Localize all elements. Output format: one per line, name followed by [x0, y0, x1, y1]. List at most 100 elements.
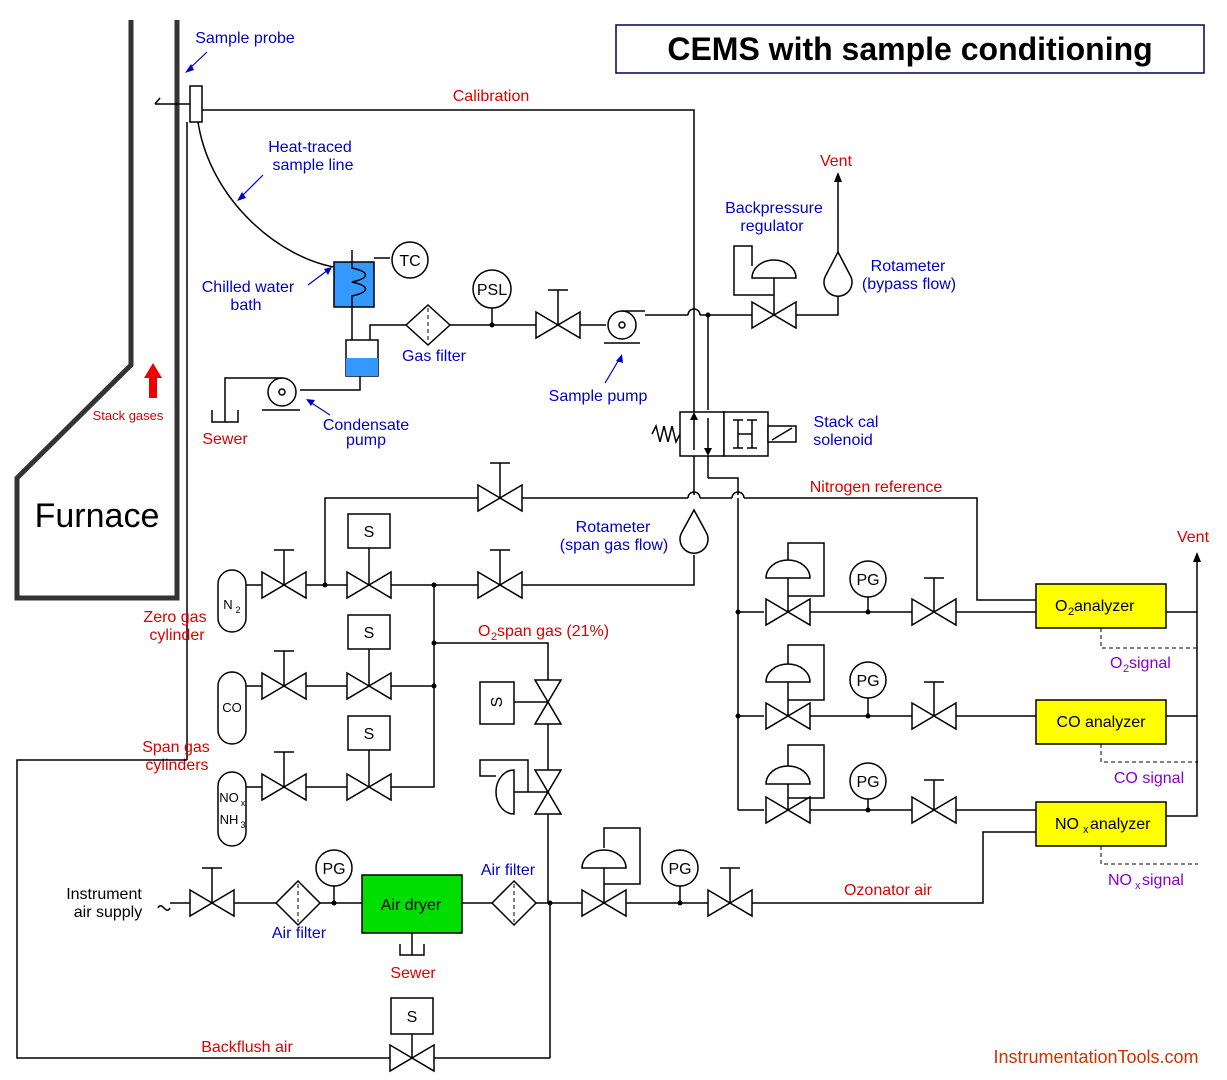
- psl-label: PSL: [477, 282, 507, 299]
- rotameter-bypass: Vent Rotameter (bypass flow): [820, 153, 956, 297]
- svg-text:signal: signal: [1129, 655, 1171, 672]
- rotameter-span-label-1: Rotameter: [576, 519, 651, 536]
- zero-gas-label-2: cylinder: [149, 627, 205, 644]
- sample-probe-label: Sample probe: [195, 30, 295, 47]
- analyzer-row-o2: PG: [765, 542, 1036, 627]
- furnace-label: Furnace: [35, 497, 160, 535]
- analyzer-manifold: [735, 609, 764, 811]
- tc-label: TC: [399, 253, 420, 270]
- cylinder-nox-nh3: NO x NH 3: [217, 771, 247, 847]
- o2-span-line: [434, 642, 549, 680]
- svg-text:3: 3: [240, 820, 245, 830]
- air-filter-1: Air filter: [272, 879, 327, 942]
- condensate-trap: [300, 310, 412, 391]
- svg-text:PG: PG: [668, 861, 691, 878]
- svg-text:analyzer: analyzer: [1074, 598, 1135, 615]
- title-box: [615, 24, 1205, 74]
- pg-air-2: PG: [661, 849, 699, 906]
- instrument-air-label-1: Instrument: [66, 886, 142, 903]
- vent-label-1: Vent: [820, 153, 853, 170]
- svg-text:CO analyzer: CO analyzer: [1057, 714, 1147, 731]
- co-analyzer: CO analyzer: [1035, 699, 1167, 745]
- rotameter-bypass-label-1: Rotameter: [871, 258, 946, 275]
- sample-pump: Sample pump: [549, 310, 648, 405]
- heat-traced-label-1: Heat-traced: [268, 139, 352, 156]
- bpr-label-1: Backpressure: [725, 200, 823, 217]
- calibration-line: [202, 109, 695, 495]
- heat-traced-line: [197, 121, 341, 269]
- air-dryer-label: Air dryer: [381, 897, 442, 914]
- svg-text:PG: PG: [322, 861, 345, 878]
- condensate-pump: Sewer Condensate pump: [202, 377, 409, 449]
- vent-label-2: Vent: [1177, 529, 1210, 546]
- psl-switch: PSL: [472, 269, 512, 328]
- furnace-stack: Furnace Stack gases: [14, 20, 180, 601]
- o2-analyzer: O 2 analyzer: [1035, 583, 1167, 629]
- ozonator-regulator: [581, 827, 641, 918]
- cylinder-n2: N 2: [217, 569, 247, 633]
- air-filter-label-1: Air filter: [272, 925, 327, 942]
- svg-text:N: N: [223, 597, 232, 612]
- svg-text:2: 2: [491, 631, 497, 643]
- rotameter-span-label-2: (span gas flow): [560, 537, 669, 554]
- instrument-air-label-2: air supply: [74, 904, 142, 921]
- analyzer-row-nox: PG: [765, 744, 1036, 825]
- heat-traced-label-2: sample line: [273, 157, 354, 174]
- svg-text:x: x: [241, 798, 246, 808]
- n2-ref-valve: [477, 462, 523, 513]
- svg-text:CO: CO: [222, 700, 242, 715]
- analyzer-vent: Vent: [1166, 529, 1210, 817]
- sewer-label-1: Sewer: [202, 431, 248, 448]
- backpressure-regulator: Backpressure regulator: [725, 200, 823, 330]
- nox-signal-label: NO: [1108, 872, 1132, 889]
- signals: O 2 signal CO signal NO x signal: [1100, 628, 1198, 892]
- page-title: CEMS with sample conditioning: [667, 31, 1152, 67]
- o2-span-regulator: [479, 759, 563, 815]
- pg-air-1: PG: [315, 849, 353, 906]
- svg-text:x: x: [1083, 824, 1089, 836]
- rotameter-span: Rotameter (span gas flow): [522, 508, 709, 586]
- svg-text:PG: PG: [856, 774, 879, 791]
- nitrogen-reference-label: Nitrogen reference: [810, 479, 943, 496]
- span-gas-label-2: cylinders: [145, 757, 208, 774]
- air-filter-2: Air filter: [481, 862, 538, 927]
- rotameter-bypass-label-2: (bypass flow): [862, 276, 956, 293]
- svg-text:S: S: [489, 697, 506, 708]
- svg-text:2: 2: [1123, 663, 1129, 675]
- svg-text:NO: NO: [219, 790, 239, 805]
- zero-gas-label-1: Zero gas: [143, 609, 206, 626]
- svg-text:signal: signal: [1142, 872, 1184, 889]
- chilled-water-bath: TC Chilled water bath: [202, 241, 429, 314]
- stack-gas-arrow-icon: [144, 363, 162, 398]
- sewer-label-2: Sewer: [390, 965, 436, 982]
- sample-pump-label: Sample pump: [549, 388, 648, 405]
- ozonator-air-label: Ozonator air: [844, 882, 933, 899]
- sample-hand-valve: [535, 289, 581, 340]
- svg-text:span gas (21%): span gas (21%): [497, 623, 609, 640]
- watermark: InstrumentationTools.com: [993, 1047, 1198, 1067]
- stack-cal-label-1: Stack cal: [814, 414, 879, 431]
- svg-text:PG: PG: [856, 572, 879, 589]
- span-gas-label-1: Span gas: [142, 739, 210, 756]
- backflush-solenoid-valve: S: [389, 997, 435, 1073]
- analyzer-row-co: PG: [765, 644, 1036, 731]
- o2-span-solenoid-valve: S: [479, 679, 563, 725]
- cylinder-row-co: S: [246, 614, 437, 701]
- air-supply-valve: [189, 867, 235, 918]
- air-dryer: Air dryer Sewer: [361, 874, 463, 982]
- gas-filter: Gas filter: [402, 303, 467, 365]
- gas-filter-label: Gas filter: [402, 348, 467, 365]
- o2-signal-label: O: [1110, 655, 1122, 672]
- stack-cal-solenoid: Stack cal solenoid: [651, 411, 879, 457]
- svg-text:S: S: [364, 726, 375, 743]
- nox-analyzer: NO x analyzer: [1035, 801, 1167, 847]
- co-signal-label: CO signal: [1114, 770, 1184, 787]
- backflush-air-label: Backflush air: [201, 1039, 293, 1056]
- svg-text:PG: PG: [856, 673, 879, 690]
- cylinder-row-nox: S: [246, 585, 435, 802]
- svg-text:NO: NO: [1055, 816, 1079, 833]
- span-flow-valve: [477, 549, 523, 600]
- o2-span-label: O: [478, 623, 490, 640]
- condensate-pump-label-1: Condensate: [323, 417, 409, 434]
